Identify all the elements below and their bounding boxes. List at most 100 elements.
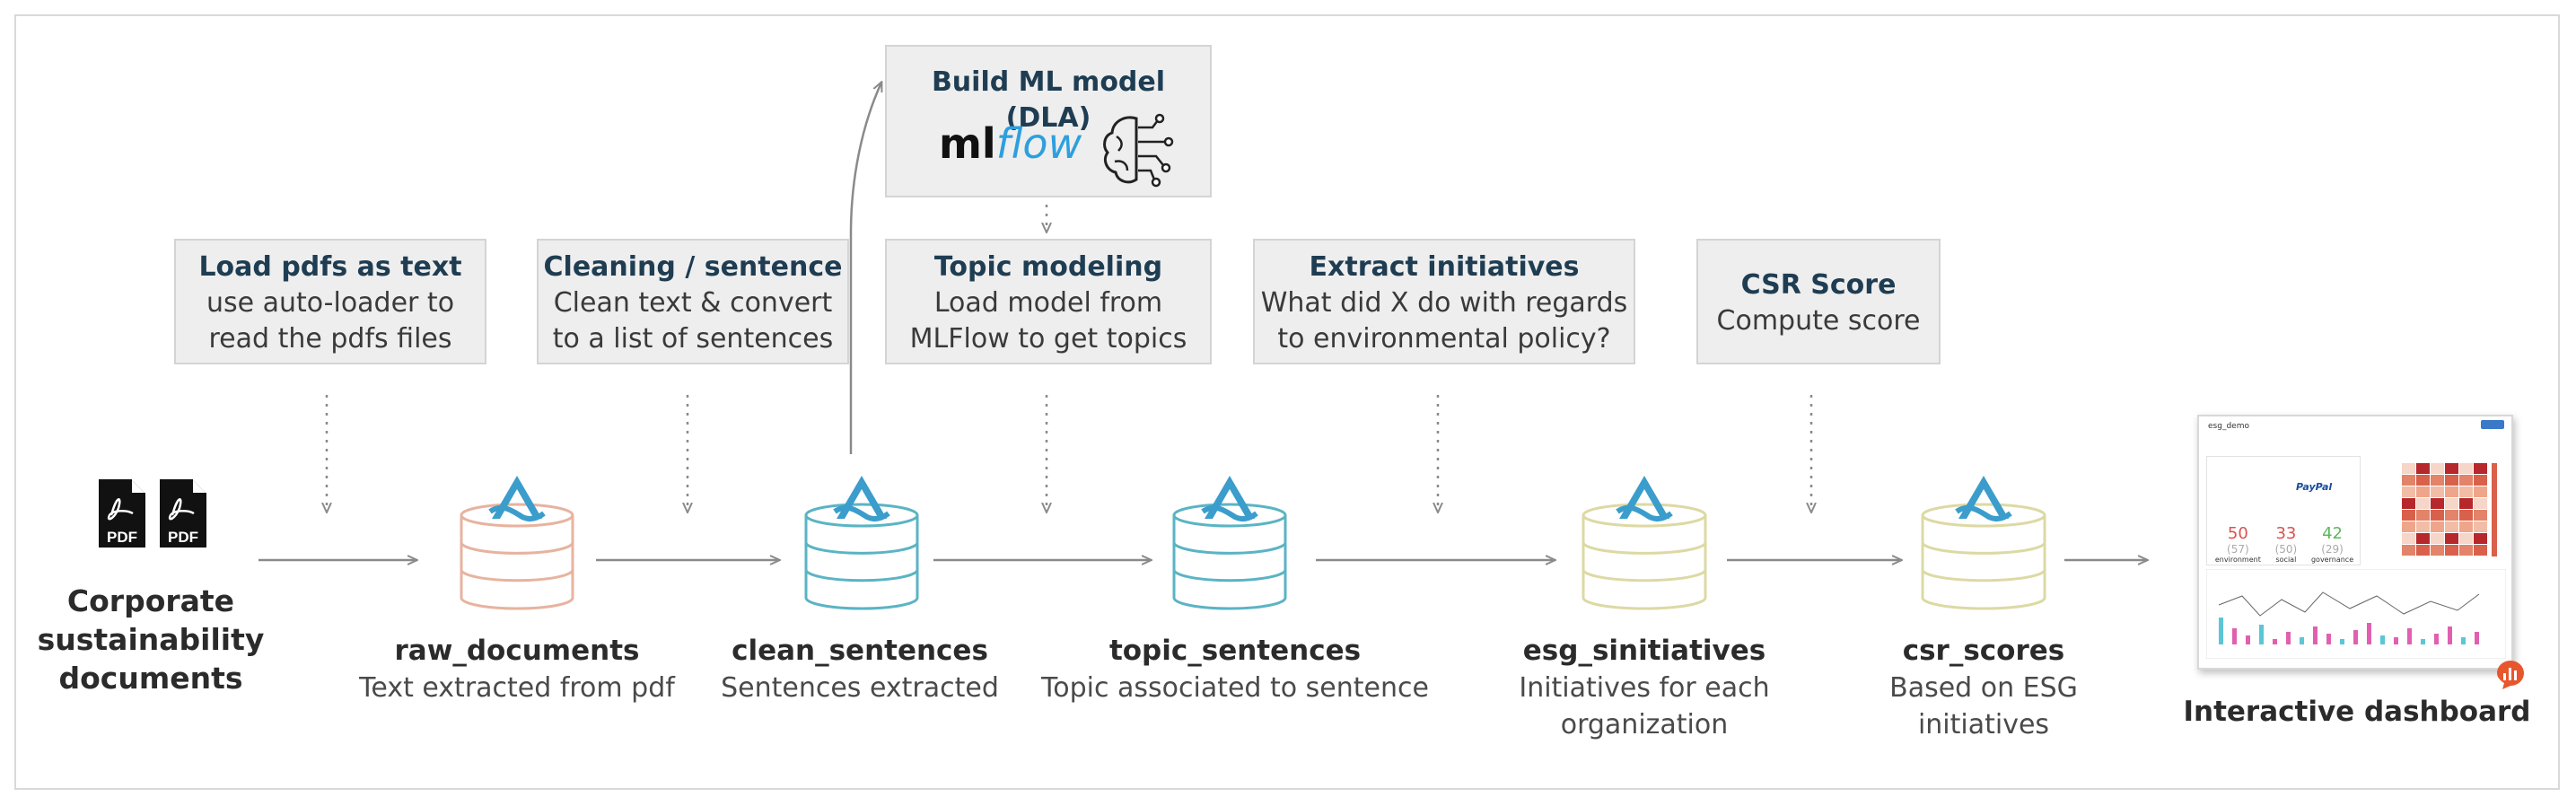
heatmap-cell xyxy=(2416,475,2430,486)
heatmap-cell xyxy=(2445,545,2458,556)
box-title: Build ML model (DLA) xyxy=(931,66,1166,134)
kpi-label: governance xyxy=(2310,556,2354,564)
dashboard-badge-icon xyxy=(2497,661,2524,689)
timeseries-bar xyxy=(2461,637,2466,644)
delta-icon xyxy=(1955,476,2012,522)
heatmap-cell xyxy=(2459,533,2473,544)
heatmap-cell xyxy=(2402,545,2415,556)
heatmap-cell xyxy=(2402,521,2415,532)
timeseries-chart xyxy=(2206,569,2506,659)
delta-icon xyxy=(488,476,546,522)
heatmap-cell xyxy=(2416,521,2430,532)
ml-model-box: Build ML model (DLA) mlflow xyxy=(885,45,1212,197)
table-name: raw_documents xyxy=(394,635,640,667)
mlflow-logo: mlflow xyxy=(939,118,1082,169)
table-label: esg_sinitiatives Initiatives for each or… xyxy=(1465,632,1824,743)
database-icon-csr_scores xyxy=(1921,503,2046,610)
timeseries-bar xyxy=(2380,635,2385,644)
kpi-environment: 50 (57) environment xyxy=(2215,524,2261,564)
heatmap-cell xyxy=(2431,498,2444,509)
timeseries-bar xyxy=(2232,628,2237,644)
box-line: to a list of sentences xyxy=(552,323,834,355)
timeseries-bar xyxy=(2367,623,2371,644)
heatmap-cell xyxy=(2445,533,2458,544)
box-title: CSR Score xyxy=(1740,269,1897,301)
timeseries-bar xyxy=(2273,639,2277,644)
heatmap-cell xyxy=(2431,463,2444,474)
pdf-icon: PDF xyxy=(99,479,145,548)
heatmap-cell xyxy=(2431,521,2444,532)
table-desc: Text extracted from pdf xyxy=(359,672,675,704)
heatmap-cell xyxy=(2445,521,2458,532)
box-line: Clean text & convert xyxy=(553,287,833,319)
heatmap-cell xyxy=(2459,463,2473,474)
database-icon-esg_sinitiatives xyxy=(1582,503,1707,610)
table-name: clean_sentences xyxy=(732,635,988,667)
kpi-sub: (57) xyxy=(2227,543,2249,556)
heatmap-cell xyxy=(2431,486,2444,497)
load-pdfs-box: Load pdfs as text use auto-loader to rea… xyxy=(174,239,486,364)
heatmap-cell xyxy=(2459,475,2473,486)
database-icon-clean_sentences xyxy=(804,503,919,610)
source-label: Corporate sustainability documents xyxy=(37,583,265,696)
heatmap-cell xyxy=(2474,463,2487,474)
table-label: topic_sentences Topic associated to sent… xyxy=(1029,632,1441,706)
heatmap-cell xyxy=(2416,498,2430,509)
heatmap-cell xyxy=(2402,533,2415,544)
box-line: Load model from xyxy=(933,287,1163,319)
box-line: Compute score xyxy=(1716,305,1921,337)
heatmap-cell xyxy=(2459,521,2473,532)
kpi-value: 50 xyxy=(2227,524,2248,543)
svg-text:PDF: PDF xyxy=(107,529,137,546)
heatmap-cell xyxy=(2474,521,2487,532)
table-label: raw_documents Text extracted from pdf xyxy=(337,632,697,706)
extract-initiatives-box: Extract initiatives What did X do with r… xyxy=(1253,239,1635,364)
ml-arrow xyxy=(849,83,881,454)
cleaning-box: Cleaning / sentence Clean text & convert… xyxy=(537,239,849,364)
table-name: csr_scores xyxy=(1902,635,2065,667)
kpi-value: 42 xyxy=(2322,524,2343,543)
delta-icon xyxy=(1201,476,1258,522)
heatmap-cell xyxy=(2416,486,2430,497)
kpi-panel xyxy=(2206,456,2361,565)
timeseries-bar xyxy=(2394,637,2398,644)
kpi-value: 33 xyxy=(2275,524,2297,543)
topic-modeling-box: Topic modeling Load model from MLFlow to… xyxy=(885,239,1212,364)
diagram-frame xyxy=(14,14,2560,790)
heatmap-cell xyxy=(2445,498,2458,509)
timeseries-bar xyxy=(2475,632,2479,644)
table-name: esg_sinitiatives xyxy=(1522,635,1766,667)
heatmap-cell xyxy=(2416,510,2430,521)
heatmap xyxy=(2402,463,2497,556)
timeseries-frame xyxy=(2206,569,2506,659)
heatmap-cell xyxy=(2474,510,2487,521)
table-desc: Topic associated to sentence xyxy=(1041,672,1429,704)
heatmap-cell xyxy=(2431,475,2444,486)
mlflow-logo-flow: flow xyxy=(995,119,1082,168)
kpi-label: social xyxy=(2275,556,2297,564)
box-line: use auto-loader to xyxy=(206,287,455,319)
heatmap-cell xyxy=(2431,533,2444,544)
kpi-label: environment xyxy=(2214,556,2261,564)
heatmap-cell xyxy=(2416,463,2430,474)
timeseries-bar xyxy=(2219,618,2223,644)
timeseries-bar xyxy=(2300,637,2304,644)
kpi-row: 50 (57) environment 33 (50) social 42 (2… xyxy=(2208,524,2361,564)
delta-icon xyxy=(1616,476,1673,522)
heatmap-cell xyxy=(2445,486,2458,497)
timeseries-bar xyxy=(2353,630,2358,644)
timeseries-bar xyxy=(2326,634,2331,644)
timeseries-bar xyxy=(2434,634,2439,644)
heatmap-cell xyxy=(2459,545,2473,556)
dashboard-title: Interactive dashboard xyxy=(2183,696,2531,728)
box-line: What did X do with regards xyxy=(1260,287,1628,319)
heatmap-cell xyxy=(2431,510,2444,521)
brain-icon xyxy=(1103,113,1174,188)
timeseries-bar xyxy=(2448,626,2452,644)
table-label: csr_scores Based on ESG initiatives xyxy=(1804,632,2163,743)
table-desc: Initiatives for each xyxy=(1519,672,1770,704)
heatmap-cell xyxy=(2402,486,2415,497)
pdf-icon: PDF xyxy=(160,479,206,548)
heatmap-cell xyxy=(2402,510,2415,521)
